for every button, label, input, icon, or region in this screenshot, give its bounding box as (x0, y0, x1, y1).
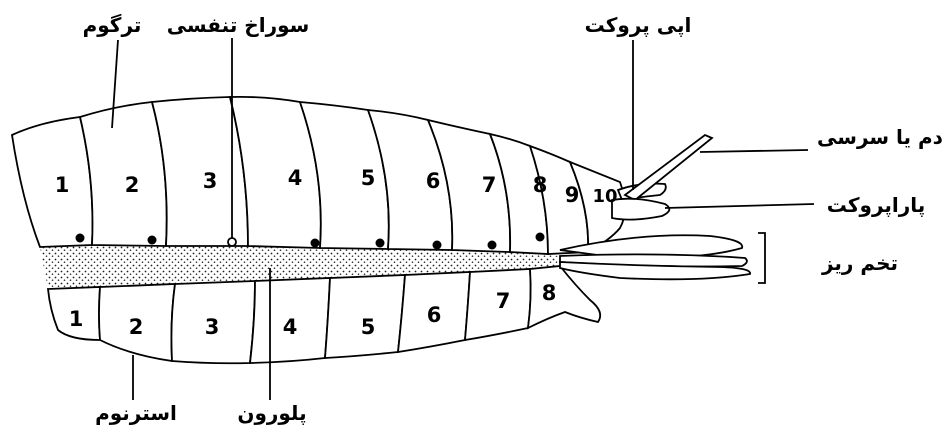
tergite-number: 9 (565, 183, 580, 207)
sternite-number: 3 (205, 315, 220, 339)
label-cercus: دم یا سرسی (817, 125, 943, 149)
label-ovipositor: تخم ریز (821, 251, 898, 275)
tergite-1 (12, 117, 93, 247)
tergite-number: 6 (426, 169, 441, 193)
label-tergum: ترگوم (83, 13, 142, 37)
tergite-number: 7 (482, 173, 497, 197)
sternite-number: 8 (542, 281, 557, 305)
spiracle (311, 239, 320, 248)
label-paraproct: پاراپروکت (827, 193, 926, 218)
label-epiproct: اپی پروکت (585, 13, 692, 38)
spiracle (76, 234, 85, 243)
tergite-number: 3 (203, 169, 218, 193)
leader-line-paraproct (665, 204, 814, 208)
sternite-8 (528, 266, 600, 328)
tergite-2 (80, 102, 167, 246)
tergite-number: 5 (361, 166, 376, 190)
tergite-number: 1 (55, 173, 70, 197)
sternite-number: 5 (361, 315, 376, 339)
spiracle (376, 239, 385, 248)
sternite-number: 1 (69, 307, 84, 331)
tergite-number: 4 (288, 166, 303, 190)
tergite-3 (152, 97, 248, 246)
spiracle (148, 236, 157, 245)
ovipositor-bracket (758, 233, 765, 283)
tergite-number: 10 (592, 186, 617, 207)
sternite-number: 2 (129, 315, 144, 339)
spiracle (536, 233, 545, 242)
spiracle (433, 241, 442, 250)
sternite-number: 4 (283, 315, 298, 339)
tergite-number: 8 (533, 173, 548, 197)
paraproct-shape (612, 199, 669, 220)
label-spiracle: سوراخ تنفسی (167, 13, 310, 37)
spiracle (228, 238, 236, 246)
sternite-number: 7 (496, 289, 511, 313)
leader-line-cercus (700, 150, 808, 152)
label-pleuron: پلورون (237, 401, 306, 426)
tergite-number: 2 (125, 173, 140, 197)
sternite-number: 6 (427, 303, 442, 327)
spiracle (488, 241, 497, 250)
cercus-shape (625, 135, 712, 200)
label-sternum: استرنوم (95, 401, 177, 425)
